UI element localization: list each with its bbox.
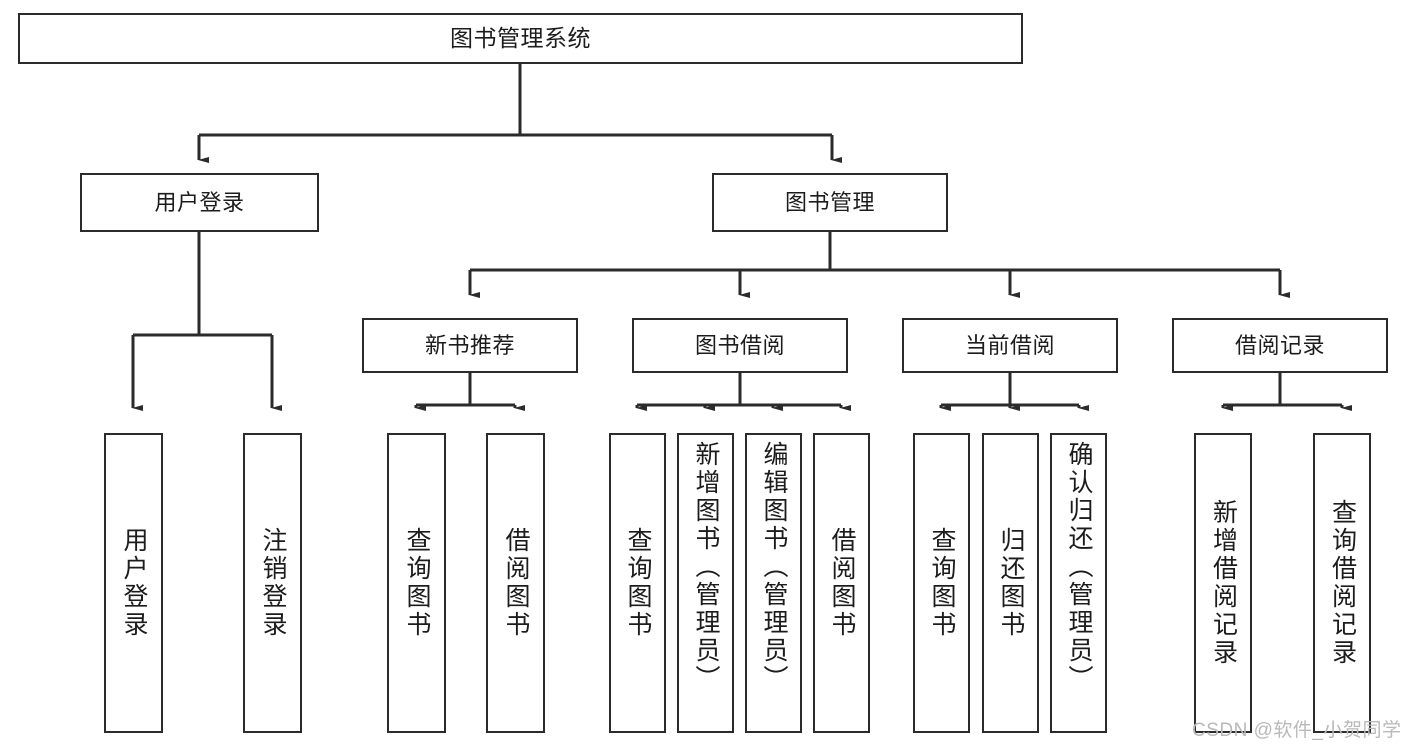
node-root-system[interactable]: 图书管理系统 bbox=[18, 13, 1023, 64]
leaf-record-query-record[interactable]: 查询借阅记录 bbox=[1313, 433, 1371, 733]
node-current-borrow[interactable]: 当前借阅 bbox=[902, 318, 1118, 373]
leaf-recommend-borrow-book[interactable]: 借阅图书 bbox=[486, 433, 545, 733]
node-label: 确认归还（管理员） bbox=[1065, 441, 1093, 693]
node-label: 借阅记录 bbox=[1234, 332, 1325, 358]
node-label: 图书管理 bbox=[784, 189, 875, 215]
node-label: 编辑图书（管理员） bbox=[760, 441, 788, 693]
node-label: 查询图书 bbox=[624, 527, 652, 639]
leaf-user-login-logout[interactable]: 注销登录 bbox=[243, 433, 302, 733]
leaf-borrow-borrow-book[interactable]: 借阅图书 bbox=[813, 433, 870, 733]
node-label: 查询图书 bbox=[403, 527, 431, 639]
node-book-borrow[interactable]: 图书借阅 bbox=[632, 318, 848, 373]
leaf-current-query-book[interactable]: 查询图书 bbox=[913, 433, 970, 733]
node-label: 新增图书（管理员） bbox=[692, 441, 720, 693]
node-label: 图书借阅 bbox=[694, 332, 785, 358]
leaf-borrow-query-book[interactable]: 查询图书 bbox=[609, 433, 666, 733]
leaf-borrow-edit-book-admin[interactable]: 编辑图书（管理员） bbox=[745, 433, 802, 733]
node-label: 新书推荐 bbox=[424, 332, 515, 358]
node-label: 用户登录 bbox=[120, 527, 148, 639]
leaf-record-add-record[interactable]: 新增借阅记录 bbox=[1194, 433, 1252, 733]
csdn-watermark: CSDN @软件_小贺同学 bbox=[1192, 720, 1402, 741]
node-label: 新增借阅记录 bbox=[1209, 499, 1238, 667]
node-user-login[interactable]: 用户登录 bbox=[80, 173, 319, 232]
node-label: 图书管理系统 bbox=[450, 24, 591, 51]
leaf-user-login-login[interactable]: 用户登录 bbox=[104, 433, 163, 733]
node-label: 借阅图书 bbox=[828, 527, 856, 639]
node-label: 查询图书 bbox=[928, 527, 956, 639]
node-label: 注销登录 bbox=[259, 527, 287, 639]
node-book-management[interactable]: 图书管理 bbox=[712, 173, 948, 232]
node-label: 查询借阅记录 bbox=[1328, 499, 1357, 667]
leaf-current-confirm-return-admin[interactable]: 确认归还（管理员） bbox=[1050, 433, 1107, 733]
node-label: 借阅图书 bbox=[502, 527, 530, 639]
leaf-borrow-add-book-admin[interactable]: 新增图书（管理员） bbox=[677, 433, 734, 733]
node-borrow-record[interactable]: 借阅记录 bbox=[1172, 318, 1388, 373]
node-label: 当前借阅 bbox=[964, 332, 1055, 358]
node-new-book-recommend[interactable]: 新书推荐 bbox=[362, 318, 578, 373]
node-label: 归还图书 bbox=[997, 527, 1025, 639]
leaf-current-return-book[interactable]: 归还图书 bbox=[982, 433, 1039, 733]
node-label: 用户登录 bbox=[154, 189, 245, 215]
leaf-recommend-query-book[interactable]: 查询图书 bbox=[387, 433, 446, 733]
